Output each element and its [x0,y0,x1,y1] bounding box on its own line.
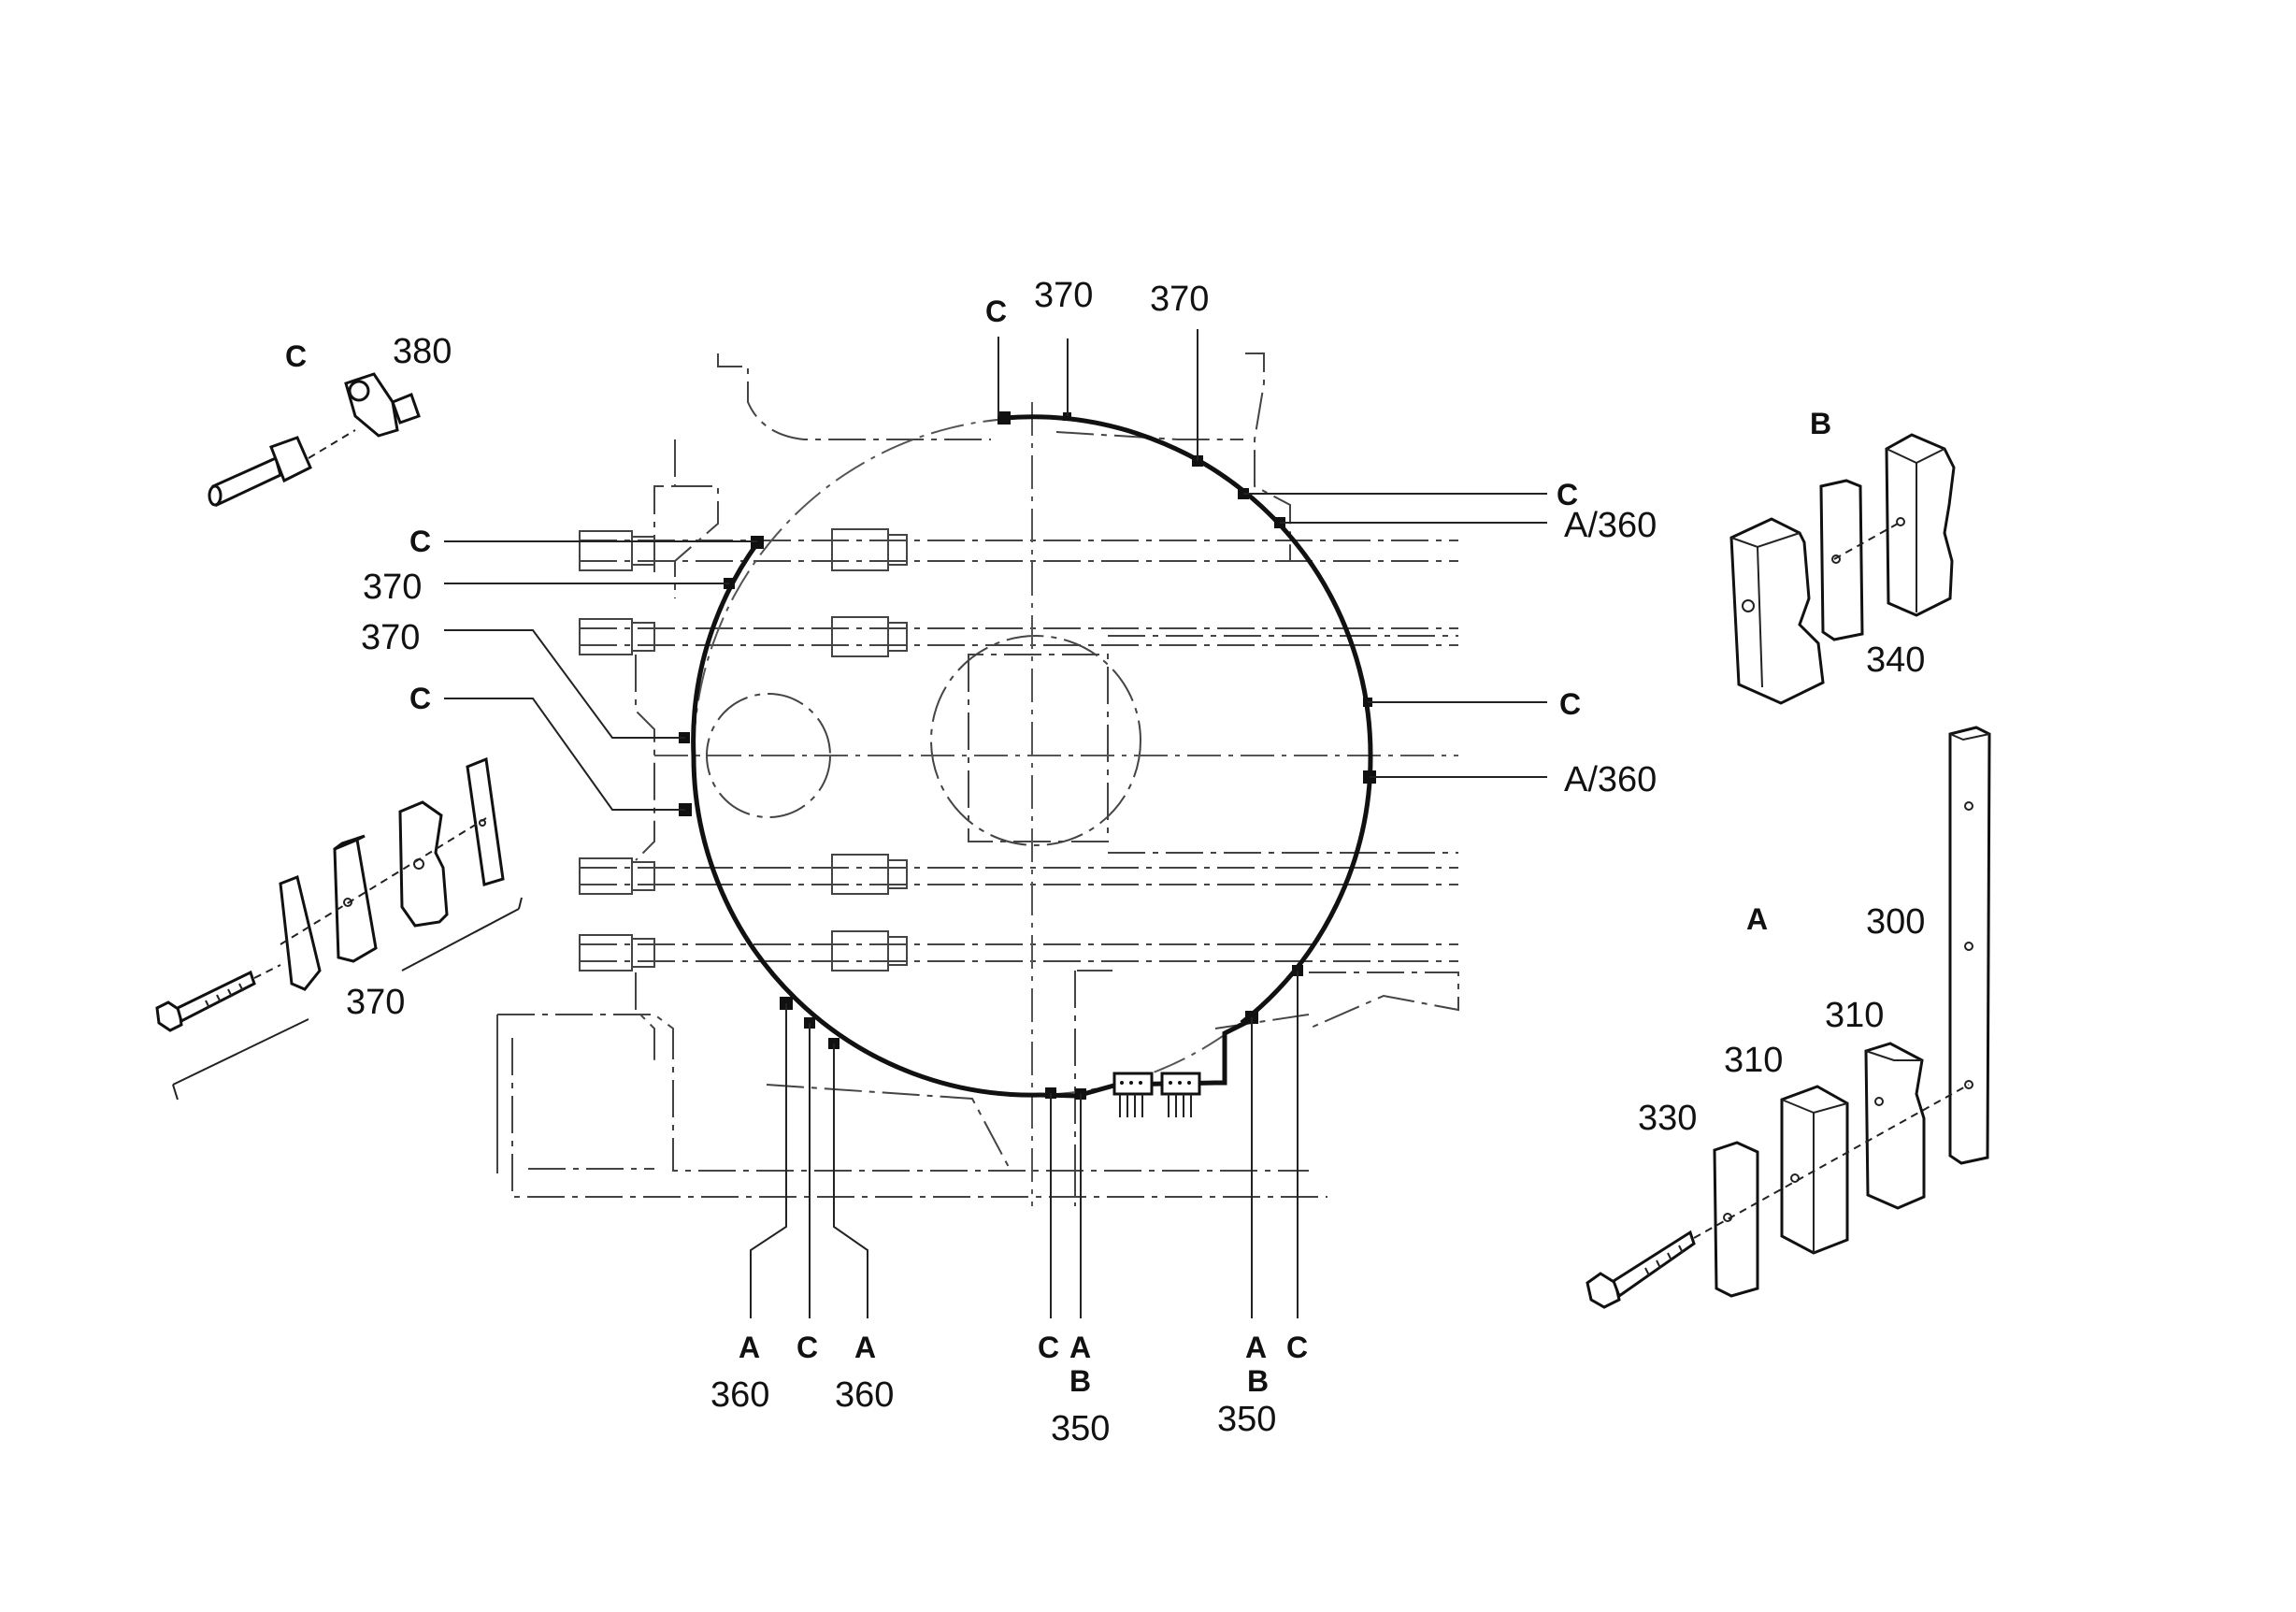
label-c-left-2: C [409,682,431,715]
label-370-top-2: 370 [1150,280,1209,319]
label-370-left-2: 370 [361,618,420,657]
label-bottom-350-2: 350 [1217,1400,1276,1439]
label-b-group: B [1810,407,1831,440]
part-group-370 [155,756,523,1101]
label-a360-right-2: A/360 [1564,760,1657,799]
label-310-a: 310 [1825,996,1884,1035]
label-370-top-1: 370 [1034,276,1093,315]
part-340-clamp [1729,433,1956,705]
background-assembly [496,353,1459,1206]
label-380: 380 [393,332,452,371]
label-bottom-a-1: A [739,1331,760,1364]
label-c-right-1: C [1557,478,1578,511]
label-370-bottom-left: 370 [346,983,405,1022]
label-bottom-c-1: C [796,1331,818,1364]
label-bottom-a-4: A [1245,1331,1267,1364]
label-300: 300 [1866,902,1925,942]
label-c-top: C [985,295,1007,328]
label-bottom-a-2: A [854,1331,876,1364]
labels: C 380 C 370 370 C A/360 C A/360 C 370 37… [285,276,1925,1448]
label-bottom-b-2: B [1247,1364,1269,1398]
label-330: 330 [1638,1099,1697,1138]
ring-assembly [679,411,1376,1117]
label-a-group: A [1746,902,1768,936]
leader-lines [444,329,1547,1318]
label-370-left-1: 370 [363,568,422,607]
label-340: 340 [1866,640,1925,680]
label-bottom-a-3: A [1069,1331,1091,1364]
cable-run [691,414,1373,1098]
label-c-right-2: C [1559,687,1581,721]
label-310-b: 310 [1724,1041,1783,1080]
label-bottom-360-2: 360 [835,1375,894,1415]
part-group-a [1586,726,1991,1309]
connector-blocks [1112,1072,1201,1117]
label-bottom-360-1: 360 [710,1375,769,1415]
label-c-left-1: C [409,525,431,558]
label-bottom-350-1: 350 [1051,1409,1110,1448]
label-bottom-c-2: C [1038,1331,1059,1364]
label-bottom-c-3: C [1286,1331,1308,1364]
label-a360-right-1: A/360 [1564,506,1657,545]
label-c-380: C [285,339,307,373]
label-bottom-b-1: B [1069,1364,1091,1398]
part-380-fitting [208,372,421,508]
